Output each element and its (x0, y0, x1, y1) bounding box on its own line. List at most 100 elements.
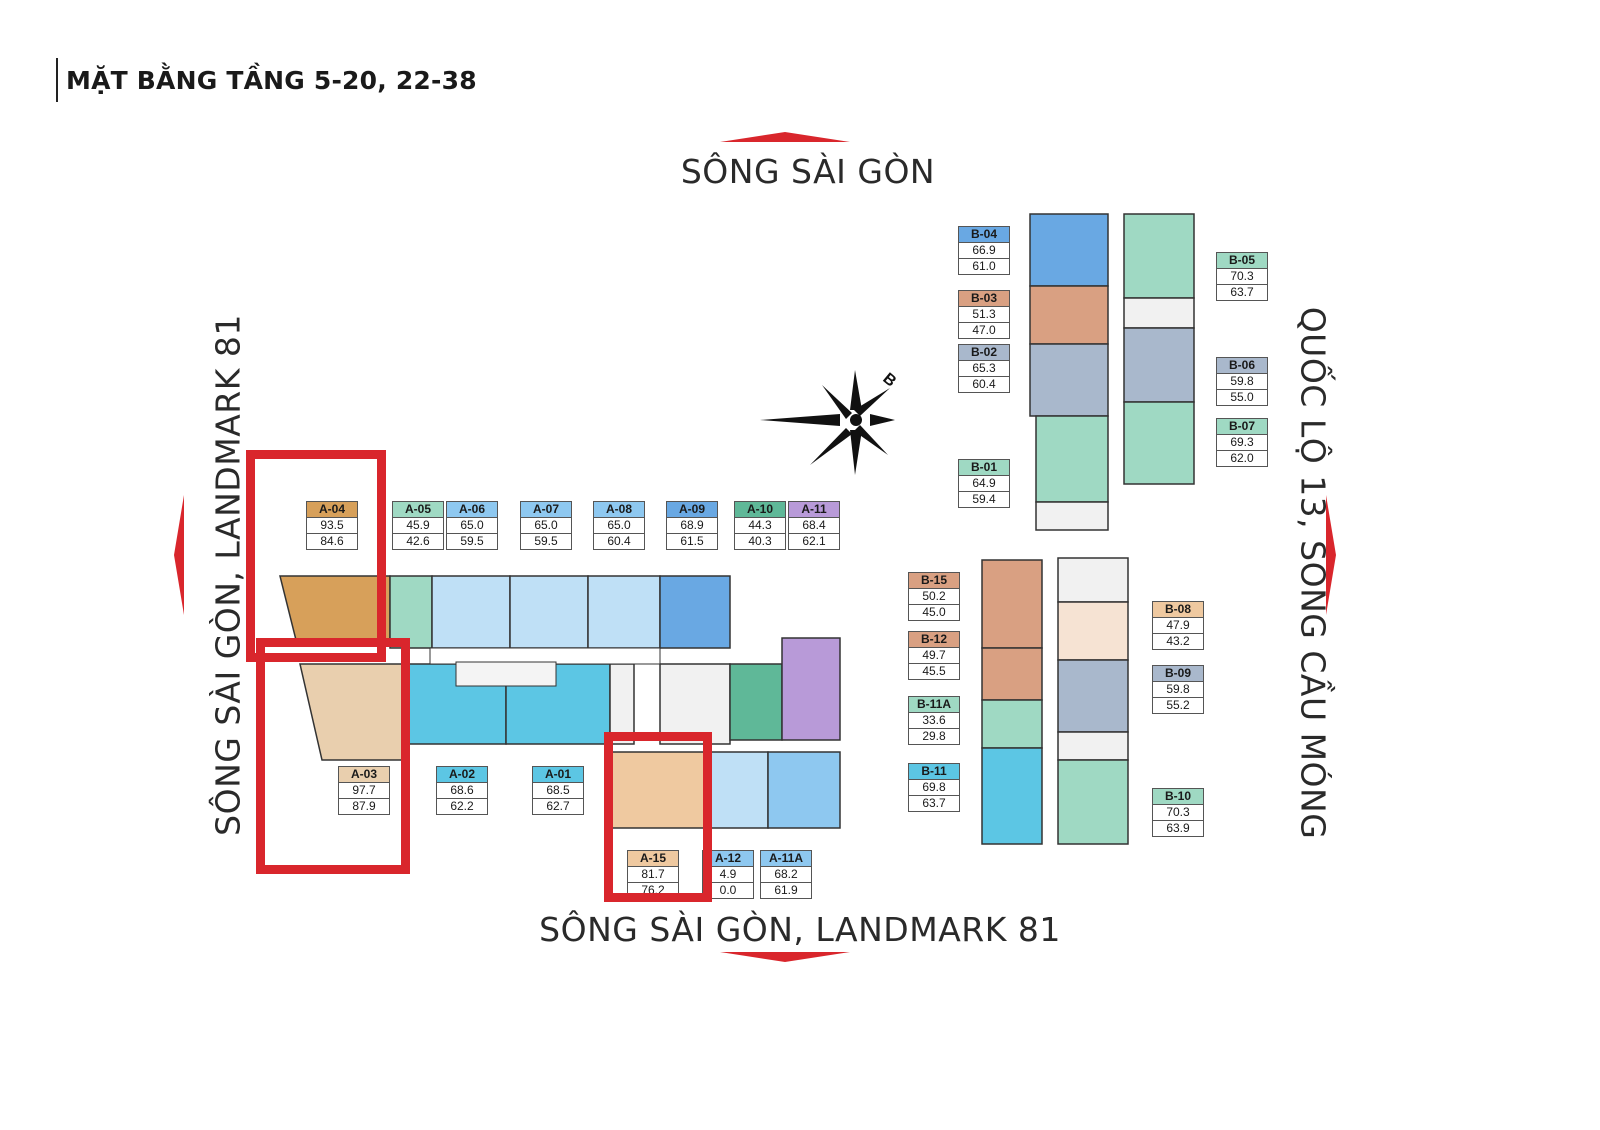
unit-code: A-07 (521, 502, 571, 518)
highlight-box-a-03 (256, 638, 410, 874)
unit-block-a-11 (781, 637, 841, 741)
stair-core-a (609, 663, 635, 745)
unit-area-gross: 65.3 (959, 361, 1009, 377)
compass-ray-n (850, 370, 862, 410)
unit-code: A-11A (761, 851, 811, 867)
unit-area-gross: 65.0 (447, 518, 497, 534)
unit-block-a-15 (611, 751, 709, 829)
arrow-right-icon (1326, 495, 1336, 615)
unit-code: B-03 (959, 291, 1009, 307)
unit-code: B-11 (909, 764, 959, 780)
unit-area-net: 55.0 (1230, 390, 1254, 404)
unit-block-b-08 (1057, 601, 1129, 661)
unit-block-a-07 (509, 575, 589, 649)
unit-code: B-12 (909, 632, 959, 648)
title-bar: MẶT BẰNG TẦNG 5-20, 22-38 (56, 58, 477, 102)
page-title: MẶT BẰNG TẦNG 5-20, 22-38 (66, 65, 477, 95)
unit-area-net: 29.8 (922, 729, 946, 743)
unit-area-gross: 66.9 (959, 243, 1009, 259)
unit-area-gross: 59.8 (1217, 374, 1267, 390)
unit-area-gross: 68.9 (667, 518, 717, 534)
unit-code: A-12 (703, 851, 753, 867)
unit-code: A-02 (437, 767, 487, 783)
unit-area-net: 47.0 (972, 323, 996, 337)
lift-core-b-top (1035, 501, 1109, 531)
unit-area-net: 40.3 (748, 534, 772, 548)
unit-code: B-02 (959, 345, 1009, 361)
unit-code: A-08 (594, 502, 644, 518)
direction-top-text: SÔNG SÀI GÒN (680, 152, 936, 191)
unit-block-a-10 (729, 663, 783, 741)
unit-block-b-01 (1035, 415, 1109, 503)
direction-label-bottom: SÔNG SÀI GÒN, LANDMARK 81 (539, 910, 1061, 949)
unit-block-a-09 (659, 575, 731, 649)
unit-area-net: 45.0 (922, 605, 946, 619)
unit-block-a-05 (389, 575, 433, 649)
unit-area-gross: 49.7 (909, 648, 959, 664)
highlight-box-a-15 (604, 732, 712, 902)
tower-b-blocks (981, 213, 1195, 845)
unit-area-gross: 44.3 (735, 518, 785, 534)
unit-area-net: 43.2 (1166, 634, 1190, 648)
unit-area-net: 0.0 (719, 883, 737, 897)
unit-code: B-09 (1153, 666, 1203, 682)
unit-area-gross: 69.3 (1217, 435, 1267, 451)
unit-area-gross: 70.3 (1153, 805, 1203, 821)
unit-block-b-12 (981, 647, 1043, 701)
unit-area-net: 59.5 (534, 534, 558, 548)
lift-core-b-bottom (1057, 557, 1129, 603)
unit-area-net: 87.9 (352, 799, 376, 813)
arrow-up-icon (720, 132, 850, 142)
highlight-box-a-04 (246, 450, 386, 662)
unit-block-b-09 (1057, 659, 1129, 733)
compass-rose (760, 370, 895, 475)
unit-area-net: 61.9 (774, 883, 798, 897)
unit-area-net: 61.0 (972, 259, 996, 273)
unit-area-net: 63.7 (1230, 285, 1254, 299)
unit-area-gross: 64.9 (959, 476, 1009, 492)
unit-area-net: 62.7 (546, 799, 570, 813)
unit-area-gross: 81.7 (628, 867, 678, 883)
unit-area-net: 59.4 (972, 492, 996, 506)
unit-area-net: 55.2 (1166, 698, 1190, 712)
unit-block-a-08 (587, 575, 661, 649)
unit-code: B-04 (959, 227, 1009, 243)
unit-code: B-15 (909, 573, 959, 589)
unit-area-net: 60.4 (972, 377, 996, 391)
unit-block-a-12 (707, 751, 769, 829)
unit-area-net: 59.5 (460, 534, 484, 548)
unit-block-b-02 (1029, 343, 1109, 417)
unit-code: B-06 (1217, 358, 1267, 374)
unit-code: A-01 (533, 767, 583, 783)
stair-core-b (1123, 297, 1195, 329)
stair-a (455, 661, 557, 687)
unit-area-gross: 47.9 (1153, 618, 1203, 634)
unit-area-gross: 65.0 (594, 518, 644, 534)
unit-area-net: 84.6 (320, 534, 344, 548)
unit-area-gross: 93.5 (307, 518, 357, 534)
unit-area-net: 62.1 (802, 534, 826, 548)
unit-area-gross: 45.9 (393, 518, 443, 534)
unit-code: A-05 (393, 502, 443, 518)
unit-code: A-11 (789, 502, 839, 518)
